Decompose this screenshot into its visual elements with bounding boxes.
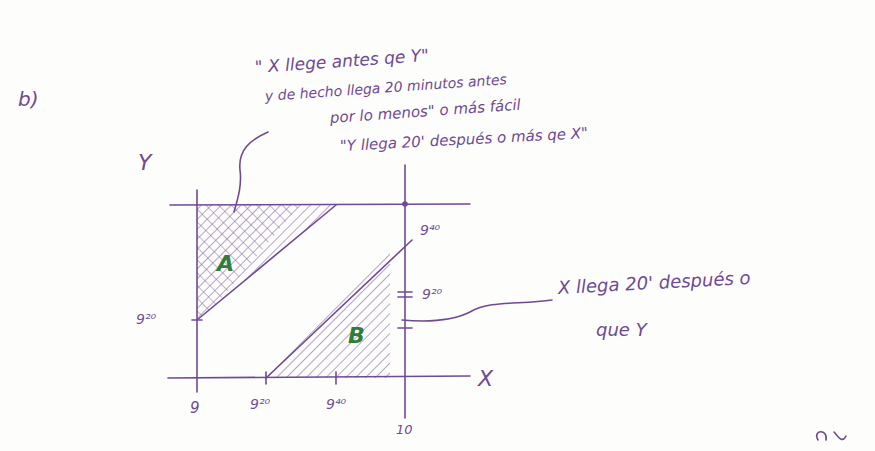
handwritten-label: Y bbox=[138, 150, 151, 175]
handwritten-label: 9 bbox=[190, 400, 200, 417]
region-b: B bbox=[344, 321, 369, 350]
handwritten-label: por lo menos" o más fácil bbox=[329, 97, 521, 128]
handwritten-label: 9²⁰ bbox=[250, 396, 270, 412]
handwritten-label: "Y llega 20' después o más qe X" bbox=[340, 125, 589, 155]
handwritten-label: 9⁴⁰ bbox=[326, 396, 346, 412]
handwritten-label: 10 bbox=[396, 423, 413, 438]
region-letter: A bbox=[217, 251, 234, 276]
handwritten-label: 9⁴⁰ bbox=[420, 222, 440, 238]
handwritten-label: 9²⁰ bbox=[136, 311, 156, 327]
handwritten-label: 9²⁰ bbox=[422, 286, 442, 302]
handwritten-label: X bbox=[478, 366, 493, 391]
handwritten-label: X llega 20' después o bbox=[557, 268, 751, 299]
handwritten-label: " X llege antes qe Y" bbox=[254, 46, 429, 78]
handwritten-label: b) bbox=[18, 88, 39, 111]
handwritten-label: que Y bbox=[596, 320, 647, 341]
region-a: A bbox=[213, 249, 238, 278]
region-letter: B bbox=[348, 323, 365, 348]
